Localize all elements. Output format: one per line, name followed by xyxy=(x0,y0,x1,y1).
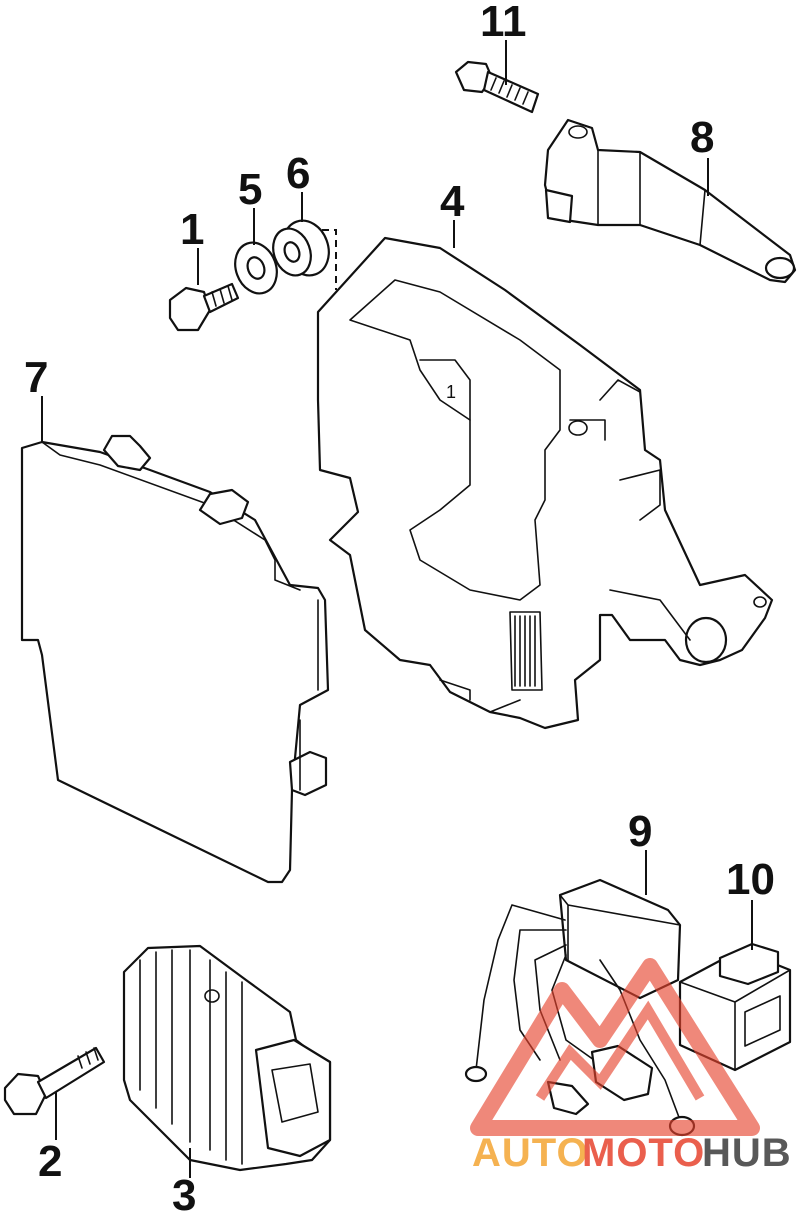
callout-10: 10 xyxy=(726,855,775,904)
callout-5: 5 xyxy=(238,165,262,214)
callout-7: 7 xyxy=(24,353,48,402)
leader-lines xyxy=(41,40,753,1178)
part-11-bolt xyxy=(454,60,540,114)
callout-6: 6 xyxy=(286,149,310,198)
callout-9: 9 xyxy=(628,807,652,856)
part-1-bolt xyxy=(168,282,240,332)
watermark-auto: AUTO xyxy=(472,1131,589,1175)
watermark-triangle-icon xyxy=(470,958,760,1136)
callout-labels: 1 2 3 4 5 6 7 8 9 10 11 xyxy=(24,0,775,1214)
callout-2: 2 xyxy=(38,1137,62,1186)
watermark-moto: MOTO xyxy=(582,1131,705,1175)
callout-1: 1 xyxy=(180,205,204,254)
part-5-washer xyxy=(234,241,278,295)
watermark-logo: AUTO MOTO HUB xyxy=(470,958,792,1175)
callout-11: 11 xyxy=(480,0,527,46)
part-3-regulator xyxy=(122,944,332,1172)
part-7-cover xyxy=(20,434,330,884)
part-6-grommet xyxy=(272,219,330,277)
svg-text:1: 1 xyxy=(446,382,456,402)
callout-4: 4 xyxy=(440,177,465,226)
callout-8: 8 xyxy=(690,113,714,162)
part-2-bolt xyxy=(3,1046,106,1116)
watermark-hub: HUB xyxy=(702,1131,792,1175)
part-4-bracket: 1 xyxy=(316,236,774,730)
part-8-ignition-coil xyxy=(543,118,797,284)
callout-3: 3 xyxy=(172,1171,196,1214)
